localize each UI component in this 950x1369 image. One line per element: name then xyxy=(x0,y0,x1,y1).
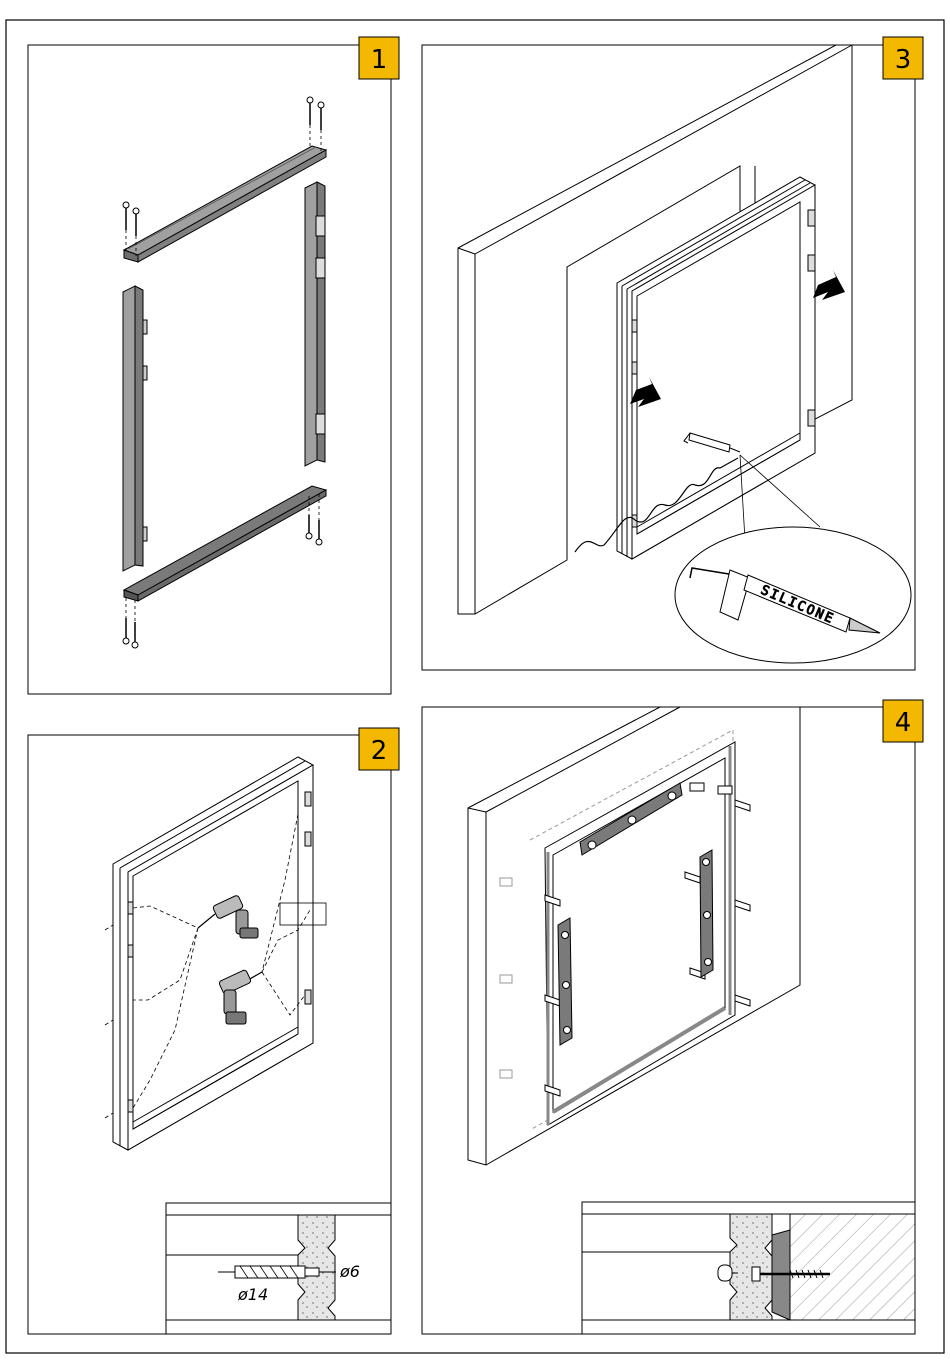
step-number-2: 2 xyxy=(371,736,388,766)
step-badge-2: 2 xyxy=(359,728,399,770)
step-badge-4: 4 xyxy=(883,700,923,742)
wall-section xyxy=(790,1214,915,1320)
panel-step-1: 1 xyxy=(28,37,399,694)
panel-1-frame xyxy=(28,45,391,694)
left-upright xyxy=(123,286,147,571)
drill-diameter-small: ø6 xyxy=(339,1262,360,1281)
step-number-4: 4 xyxy=(895,708,912,738)
fixing-detail-section xyxy=(582,1202,915,1334)
panel-step-3: 3 xyxy=(422,37,923,670)
panel-step-4: 4 xyxy=(422,700,923,1334)
spirit-level-right xyxy=(700,850,713,977)
drill-bit-icon xyxy=(218,1266,336,1278)
step-badge-3: 3 xyxy=(883,37,923,79)
drill-detail-section: ø14 ø6 xyxy=(166,1203,391,1334)
panel-step-2: 2 xyxy=(28,728,399,1334)
step-badge-1: 1 xyxy=(359,37,399,79)
spirit-level-left xyxy=(558,918,572,1045)
right-upright xyxy=(305,182,325,466)
step-number-3: 3 xyxy=(895,45,912,75)
drill-diameter-large: ø14 xyxy=(237,1285,268,1304)
step-number-1: 1 xyxy=(371,45,388,75)
